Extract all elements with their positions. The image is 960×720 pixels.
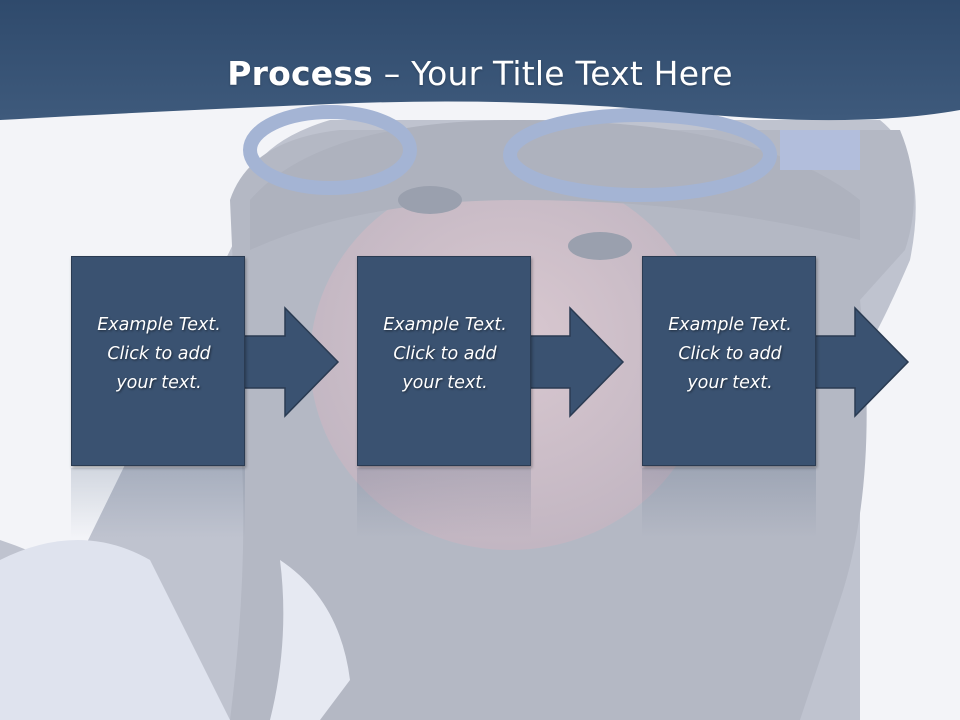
page-title: Process – Your Title Text Here bbox=[0, 52, 960, 96]
step-reflection-2 bbox=[357, 468, 531, 538]
step-box-2[interactable]: Example Text. Click to add your text. bbox=[357, 256, 531, 466]
step-text-1[interactable]: Example Text. Click to add your text. bbox=[97, 315, 221, 393]
step-box-1[interactable]: Example Text. Click to add your text. bbox=[71, 256, 245, 466]
right-arrow-icon bbox=[811, 306, 910, 418]
step-reflection-3 bbox=[642, 468, 816, 538]
step-text-3[interactable]: Example Text. Click to add your text. bbox=[668, 315, 792, 393]
step-text-2[interactable]: Example Text. Click to add your text. bbox=[383, 315, 507, 393]
title-bold: Process bbox=[227, 54, 374, 93]
right-arrow-icon bbox=[526, 306, 625, 418]
step-reflection-1 bbox=[71, 468, 245, 538]
right-arrow-icon bbox=[241, 306, 340, 418]
title-rest: – Your Title Text Here bbox=[373, 54, 733, 93]
step-box-3[interactable]: Example Text. Click to add your text. bbox=[642, 256, 816, 466]
